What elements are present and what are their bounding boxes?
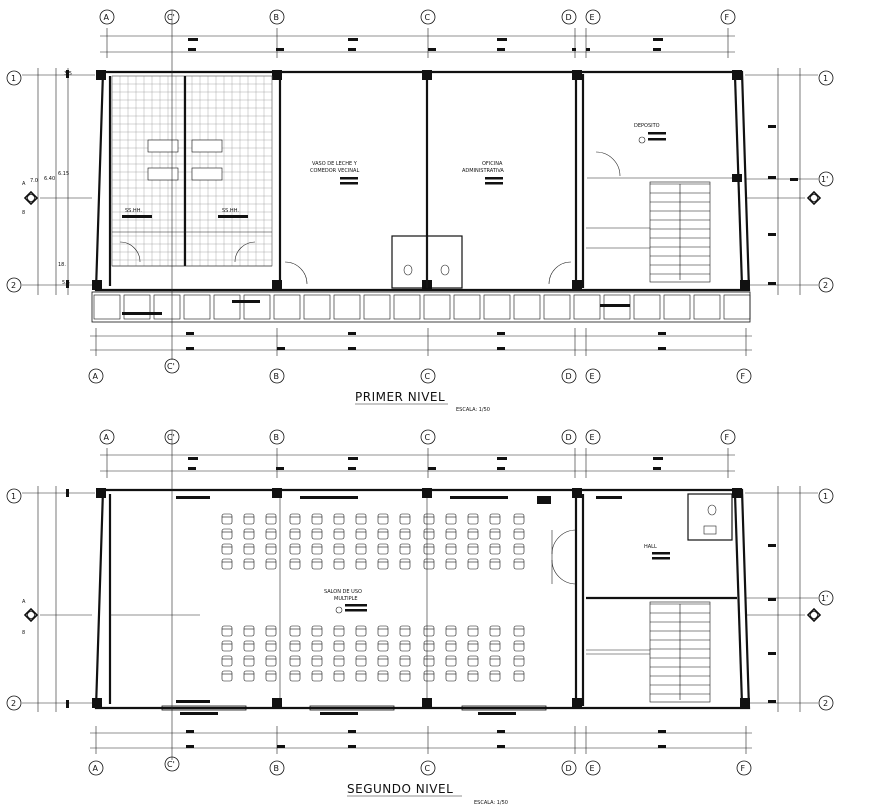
axis-label-a: A	[104, 13, 110, 22]
axis2-label-1-right: 1	[823, 492, 828, 501]
axis-label-f: F	[725, 13, 730, 22]
axis2-label-a: A	[104, 433, 110, 442]
section-marker-right-1	[745, 190, 822, 206]
level-1-top-dimensions	[100, 28, 735, 58]
axis2-label-c-prime: C'	[167, 433, 175, 442]
axis-label-c-prime-bottom: C'	[167, 362, 175, 371]
level-1-top-axis-labels: A C' B C D E F	[99, 9, 736, 25]
axis-label-c: C	[425, 13, 431, 22]
dim-7-0: 7.0	[30, 178, 38, 184]
room-label-oficina-1: OFICINA	[482, 161, 503, 167]
level-2-columns	[92, 488, 750, 708]
axis2-label-f: F	[725, 433, 730, 442]
axis2-label-c-prime-bottom: C'	[167, 760, 175, 769]
section-marker-left-2: A 8	[22, 599, 92, 636]
axis-label-2: 2	[11, 281, 16, 290]
section-marker-right-2	[745, 607, 822, 623]
axis2-label-a-bottom: A	[93, 764, 99, 773]
axis2-label-c: C	[425, 433, 431, 442]
section-label-top: A	[22, 181, 26, 187]
level-2-plan: A C' B C D E F	[6, 429, 834, 806]
level-2-scale: ESCALA: 1/50	[474, 800, 508, 806]
room-label-sshh-left: SS.HH.	[125, 208, 142, 214]
axis2-label-e: E	[590, 433, 595, 442]
axis-label-a-bottom: A	[93, 372, 99, 381]
level-2-seating	[221, 513, 525, 682]
axis2-label-b-bottom: B	[274, 764, 280, 773]
dim-3-5: 3.5	[64, 71, 72, 77]
room-label-vaso-1: VASO DE LECHE Y	[312, 161, 358, 167]
dim-18: 18.	[58, 262, 66, 268]
level-1-rooms: VASO DE LECHE Y COMEDOR VECINAL OFICINA …	[284, 123, 666, 289]
axis2-label-d-bottom: D	[566, 764, 572, 773]
dim-6-15: 6.15	[58, 171, 69, 177]
room-label-deposito: DEPOSITO	[634, 123, 660, 129]
axis-label-2-right: 2	[823, 281, 828, 290]
level-1-left-axis: 1 2 6.15 6.40 7.0 18. 5.5 3.5 A 8	[6, 68, 95, 295]
section-marker-left-1: A 8	[22, 181, 92, 216]
level-1-bottom-dimensions: A C' B C D E F	[88, 10, 752, 384]
axis2-label-1: 1	[11, 492, 16, 501]
level-1-planters	[91, 291, 751, 323]
room-label-hall: HALL	[644, 544, 657, 550]
axis-label-b-bottom: B	[274, 372, 280, 381]
axis-label-e-bottom: E	[590, 372, 595, 381]
level-2-bottom-dimensions: A C' B C D E F	[88, 430, 752, 776]
level-2-front-windows	[161, 705, 547, 715]
axis2-label-d: D	[566, 433, 572, 442]
level-2-top-dimensions	[100, 448, 735, 478]
level-2-title: SEGUNDO NIVEL	[347, 782, 453, 796]
level-1-title: PRIMER NIVEL	[355, 390, 445, 404]
level-2-rooms: SALON DE USO MULTIPLE HALL	[324, 493, 733, 614]
axis2-label-c-bottom: C	[425, 764, 431, 773]
section2-label-bottom: 8	[22, 630, 25, 636]
level-2-walls	[94, 488, 751, 710]
axis2-label-b: B	[274, 433, 280, 442]
dim-6-40: 6.40	[44, 176, 55, 182]
room-label-oficina-2: ADMINISTRATIVA	[462, 168, 504, 174]
axis-label-b: B	[274, 13, 280, 22]
axis-label-e: E	[590, 13, 595, 22]
axis2-label-e-bottom: E	[590, 764, 595, 773]
dim-5-5: 5.5	[62, 280, 70, 286]
level-2-top-axis-labels: A C' B C D E F	[99, 429, 736, 445]
section2-label-top: A	[22, 599, 26, 605]
axis2-label-2: 2	[11, 699, 16, 708]
axis-label-c-bottom: C	[425, 372, 431, 381]
room-label-salon-2: MULTIPLE	[334, 596, 358, 602]
level-1-stair	[586, 181, 711, 283]
room-label-sshh-right: SS.HH.	[222, 208, 239, 214]
room-label-salon-1: SALON DE USO	[324, 589, 362, 595]
axis2-label-1-prime: 1'	[821, 594, 828, 603]
axis-label-d: D	[566, 13, 572, 22]
section-label-bottom: 8	[22, 210, 25, 216]
axis-label-1-prime: 1'	[821, 175, 828, 184]
level-1-walls	[94, 70, 751, 292]
level-1-plan: A C' B C D E F	[6, 9, 834, 413]
axis-label-d-bottom: D	[566, 372, 572, 381]
axis-label-c-prime: C'	[167, 13, 175, 22]
axis-label-f-bottom: F	[741, 372, 746, 381]
level-1-scale: ESCALA: 1/50	[456, 407, 490, 413]
axis2-label-2-right: 2	[823, 699, 828, 708]
axis-label-1-right: 1	[823, 74, 828, 83]
axis-label-1: 1	[11, 74, 16, 83]
room-label-vaso-2: COMEDOR VECINAL	[310, 168, 359, 174]
level-2-left-axis: 1 2 A 8	[6, 486, 95, 712]
level-2-right-axis: 1 1' 2	[745, 486, 834, 712]
level-1-bathroom-tiles: SS.HH. SS.HH.	[111, 75, 273, 267]
axis2-label-f-bottom: F	[741, 764, 746, 773]
level-2-stair	[586, 601, 711, 703]
level-1-right-axis: 1 1' 2	[745, 68, 834, 295]
